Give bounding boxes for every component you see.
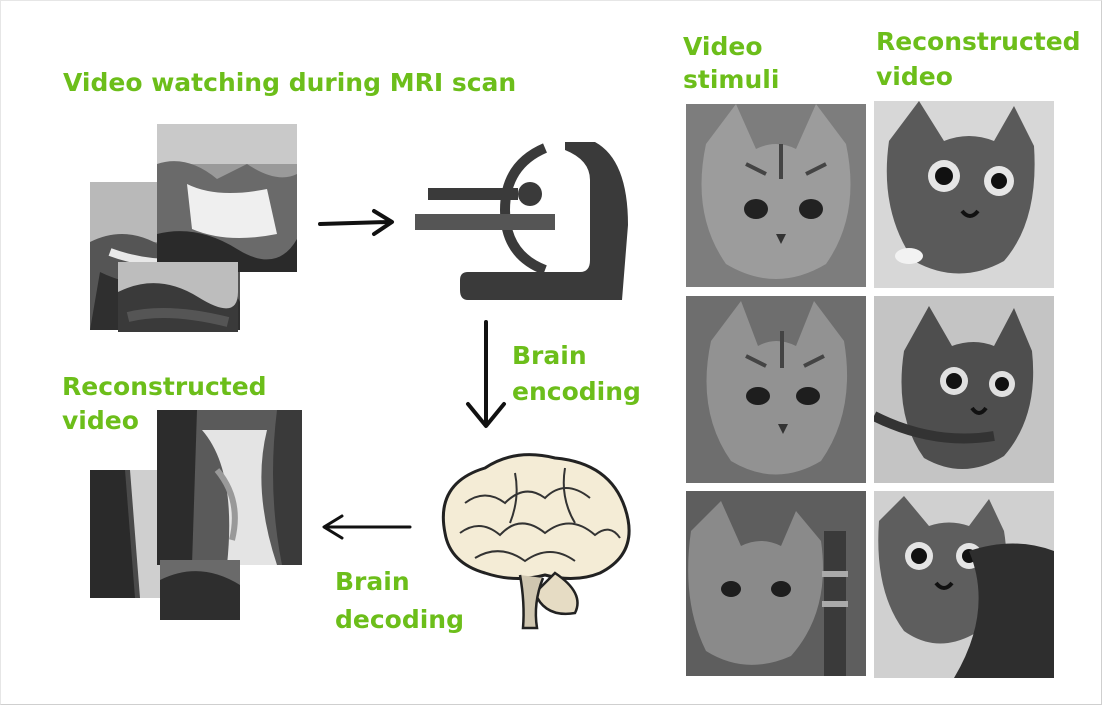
reconstructed-video-header: Reconstructed video [876, 24, 1081, 94]
video-stimuli-label: Video stimuli [683, 30, 779, 96]
cat-reconstructed-frame-3 [874, 491, 1054, 678]
cat-stimulus-frame-2 [686, 296, 866, 483]
reconstructed-frame-bottom [160, 560, 240, 620]
cat-stimulus-frame-1 [686, 104, 866, 287]
brain-encoding-label: Brain encoding [512, 338, 641, 410]
stimulus-frame-front [157, 124, 297, 272]
cat-reconstructed-frame-2 [874, 296, 1054, 483]
cat-stimulus-frame-3 [686, 491, 866, 676]
arrow-right-icon [318, 208, 396, 238]
arrow-down-icon [462, 320, 510, 432]
stimulus-frame-bottom [118, 262, 238, 332]
brain-illustration [425, 443, 645, 633]
arrow-left-icon [320, 513, 412, 541]
mri-scan-title: Video watching during MRI scan [63, 66, 516, 100]
mri-scanner-icon [410, 140, 635, 305]
cat-reconstructed-frame-1 [874, 101, 1054, 288]
reconstructed-frame-front [157, 410, 302, 565]
